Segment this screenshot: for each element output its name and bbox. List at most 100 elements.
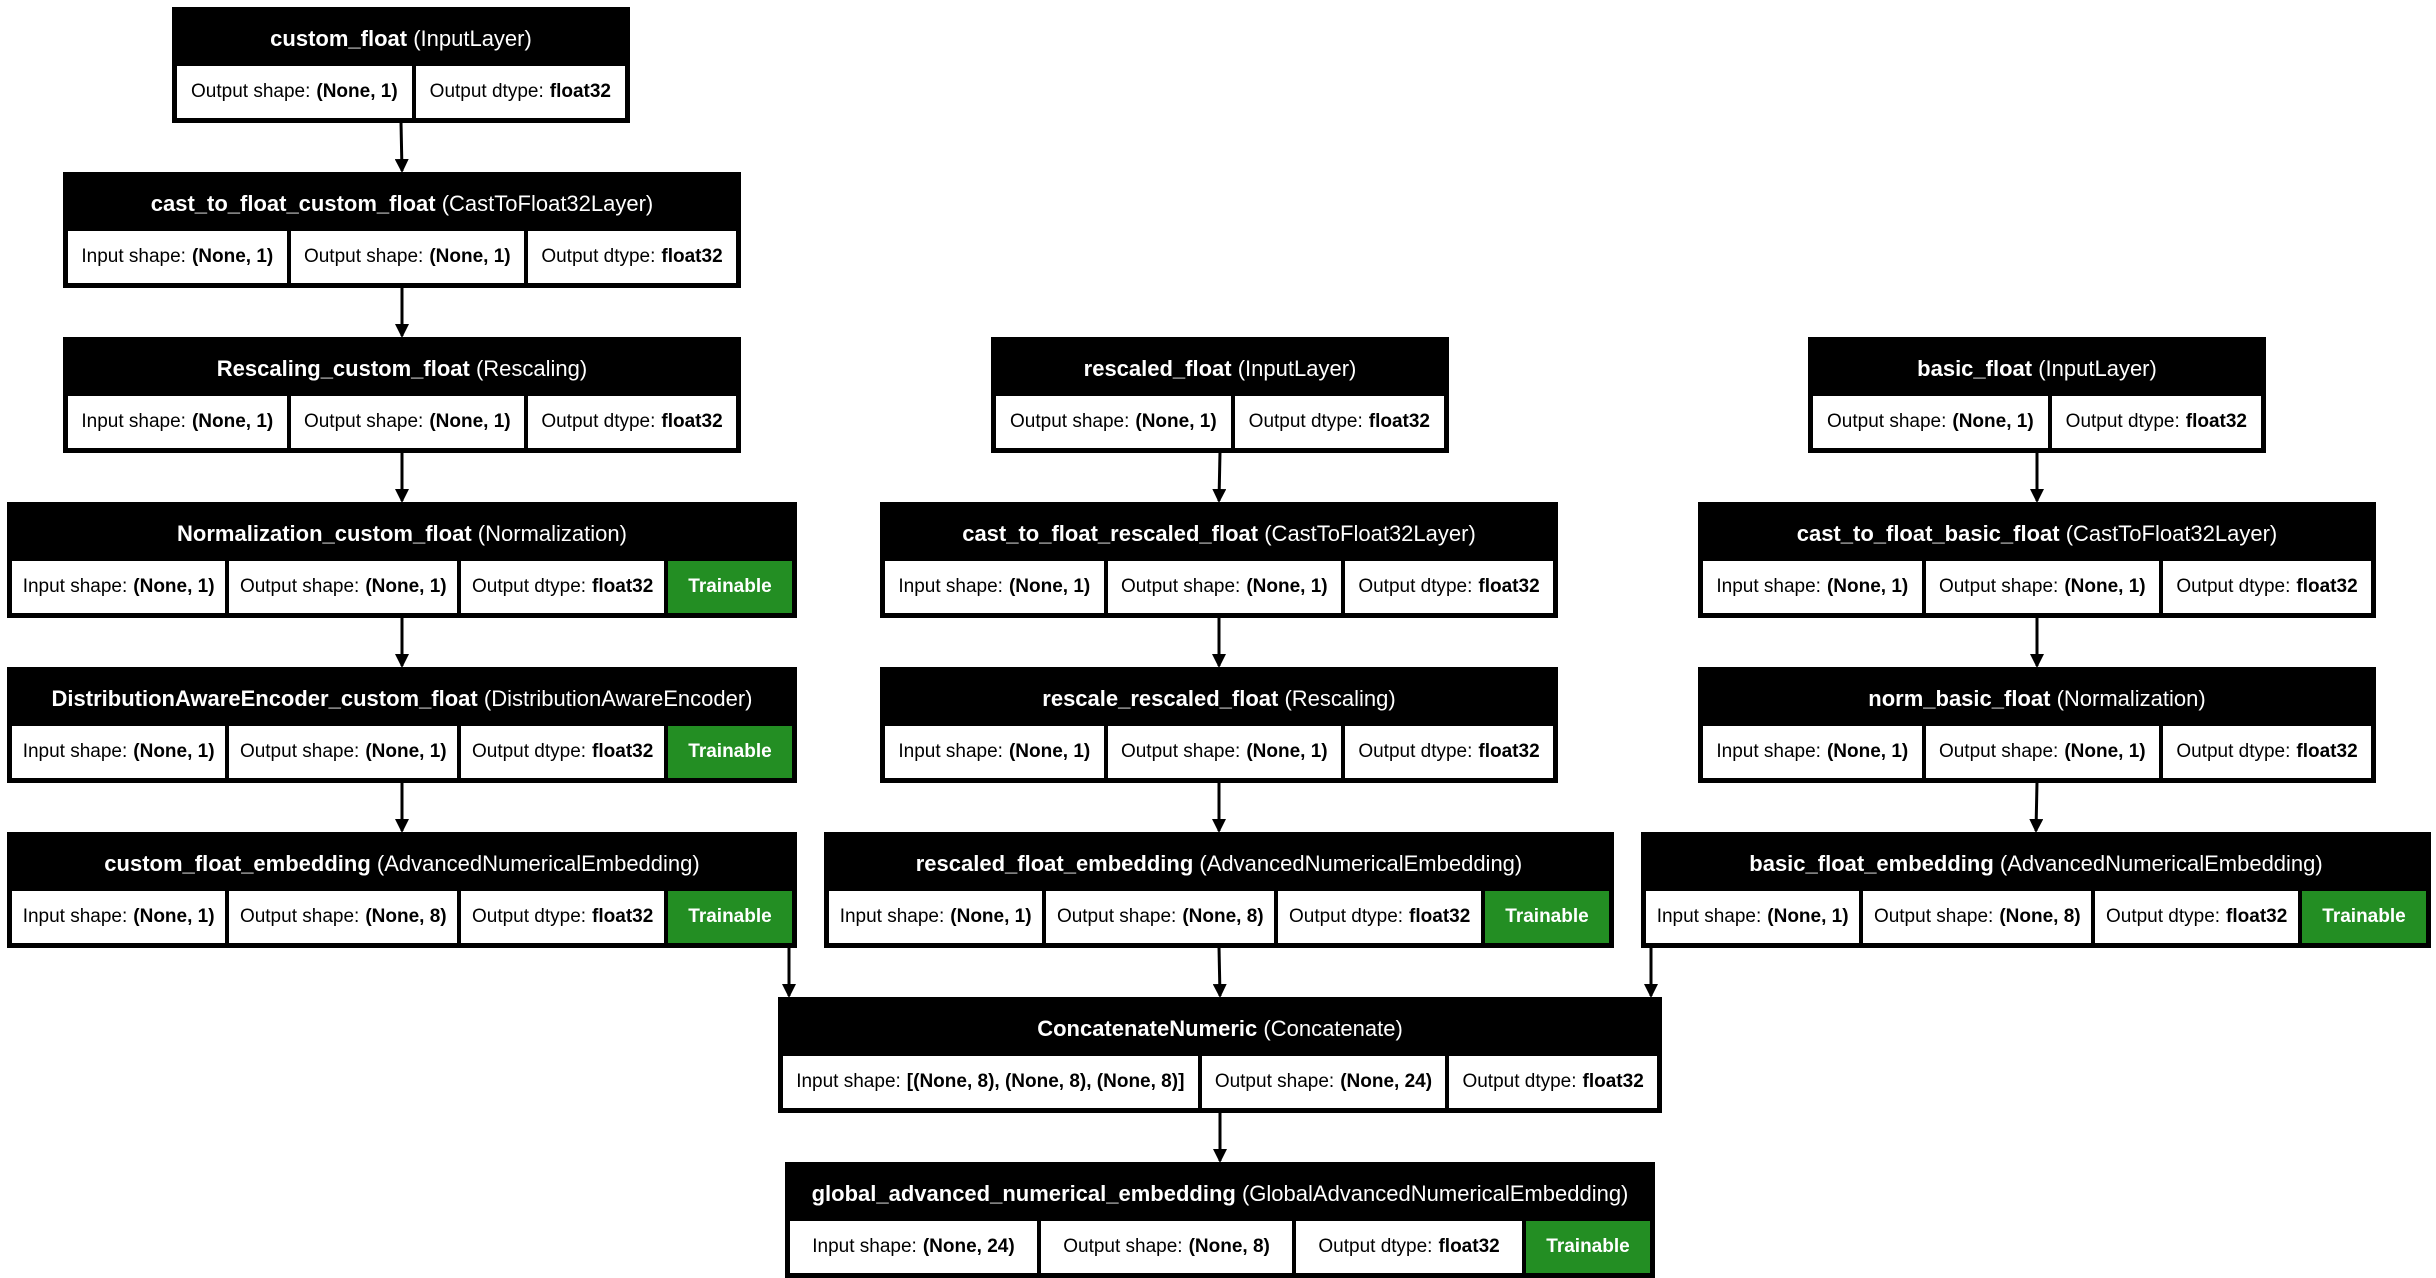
output-dtype-cell: Output dtype:float32 — [2162, 726, 2372, 778]
trainable-badge: Trainable — [667, 561, 792, 613]
output-dtype-cell: Output dtype:float32 — [2162, 561, 2372, 613]
attr-value: (None, 8) — [365, 906, 447, 927]
attr-value: (None, 1) — [365, 741, 447, 762]
layer-header: global_advanced_numerical_embedding (Glo… — [790, 1167, 1650, 1221]
layer-attributes: Output shape:(None, 1)Output dtype:float… — [177, 66, 626, 118]
attr-label: Output dtype: — [1462, 1071, 1577, 1092]
layer-node-rescaled-float[interactable]: rescaled_float (InputLayer)Output shape:… — [991, 337, 1449, 453]
layer-type: (AdvancedNumericalEmbedding) — [1199, 851, 1523, 876]
layer-name: custom_float — [270, 26, 408, 51]
attr-value: (None, 1) — [2064, 741, 2146, 762]
layer-header: cast_to_float_rescaled_float (CastToFloa… — [885, 507, 1553, 561]
layer-type: (CastToFloat32Layer) — [441, 191, 654, 216]
output-shape-cell: Output shape:(None, 8) — [1040, 1221, 1293, 1273]
layer-node-norm-basic-float[interactable]: norm_basic_float (Normalization)Input sh… — [1698, 667, 2376, 783]
attr-label: Output shape: — [239, 741, 360, 762]
output-shape-cell: Output shape:(None, 1) — [229, 726, 458, 778]
attr-value: float32 — [1478, 741, 1540, 762]
attr-label: Output dtype: — [1358, 576, 1473, 597]
layer-attributes: Input shape:(None, 1)Output shape:(None,… — [885, 726, 1554, 778]
attr-value: (None, 1) — [429, 411, 511, 432]
output-shape-cell: Output shape:(None, 8) — [1046, 891, 1275, 943]
layer-name: rescaled_float — [1083, 356, 1232, 381]
layer-type: (Normalization) — [477, 521, 627, 546]
layer-node-cast-to-float-rescaled-float[interactable]: cast_to_float_rescaled_float (CastToFloa… — [880, 502, 1558, 618]
layer-type: (Normalization) — [2056, 686, 2206, 711]
layer-node-cast-to-float-custom-float[interactable]: cast_to_float_custom_float (CastToFloat3… — [63, 172, 741, 288]
layer-header: custom_float (InputLayer) — [177, 12, 625, 66]
layer-node-custom-float[interactable]: custom_float (InputLayer)Output shape:(N… — [172, 7, 630, 123]
attr-label: Output shape: — [1873, 906, 1994, 927]
output-dtype-cell: Output dtype:float32 — [527, 396, 737, 448]
output-shape-cell: Output shape:(None, 1) — [1107, 561, 1341, 613]
attr-value: float32 — [1478, 576, 1540, 597]
layer-attributes: Input shape:(None, 24) Output shape:(None… — [790, 1221, 1650, 1273]
edge-custom-float-to-cast-to-float-custom-float — [394, 121, 409, 173]
layer-name: rescaled_float_embedding — [915, 851, 1194, 876]
attr-label: Output dtype: — [2176, 741, 2291, 762]
layer-name: DistributionAwareEncoder_custom_float — [51, 686, 478, 711]
layer-header: rescale_rescaled_float (Rescaling) — [885, 672, 1553, 726]
output-shape-cell: Output shape:(None, 1) — [290, 231, 524, 283]
layer-name: rescale_rescaled_float — [1042, 686, 1279, 711]
attr-value: (None, 8) — [1188, 1236, 1270, 1257]
attr-label: Output shape: — [1010, 411, 1130, 432]
layer-node-basic-float[interactable]: basic_float (InputLayer)Output shape:(No… — [1808, 337, 2266, 453]
attr-value: float32 — [1409, 906, 1471, 927]
attr-label: Input shape: — [22, 576, 128, 597]
attr-value: (None, 1) — [429, 246, 511, 267]
attr-label: Output dtype: — [541, 246, 656, 267]
attr-value: float32 — [549, 81, 611, 102]
layer-node-normalization-custom-float[interactable]: Normalization_custom_float (Normalizatio… — [7, 502, 797, 618]
attr-label: Output dtype: — [541, 411, 656, 432]
attr-value: (None, 1) — [365, 576, 447, 597]
attr-label: Input shape: — [812, 1236, 917, 1257]
layer-attributes: Output shape:(None, 1)Output dtype:float… — [1813, 396, 2262, 448]
attr-value: float32 — [592, 576, 654, 597]
output-dtype-cell: Output dtype:float32 — [2095, 891, 2298, 943]
attr-value: float32 — [592, 906, 654, 927]
layer-node-cast-to-float-basic-float[interactable]: cast_to_float_basic_float (CastToFloat32… — [1698, 502, 2376, 618]
output-shape-cell: Output shape:(None, 8) — [229, 891, 458, 943]
layer-node-basic-float-embedding[interactable]: basic_float_embedding (AdvancedNumerical… — [1641, 832, 2431, 948]
input-shape-cell: Input shape:(None, 1) — [1703, 561, 1922, 613]
layer-header: Rescaling_custom_float (Rescaling) — [68, 342, 736, 396]
layer-name: cast_to_float_basic_float — [1796, 521, 2060, 546]
input-shape-cell: Input shape:(None, 1) — [68, 231, 287, 283]
output-shape-cell: Output shape:(None, 1) — [1925, 561, 2159, 613]
layer-type: (CastToFloat32Layer) — [1264, 521, 1476, 546]
layer-node-distributionawareencoder-custom-float[interactable]: DistributionAwareEncoder_custom_float (D… — [7, 667, 797, 783]
attr-value: (None, 24) — [922, 1236, 1015, 1257]
attr-label: Output shape: — [1827, 411, 1947, 432]
layer-attributes: Input shape:(None, 1)Output shape:(None,… — [68, 231, 737, 283]
attr-value: (None, 1) — [1767, 906, 1849, 927]
layer-header: ConcatenateNumeric (Concatenate) — [783, 1002, 1657, 1056]
attr-label: Input shape: — [796, 1071, 901, 1092]
input-shape-cell: Input shape:(None, 1) — [68, 396, 287, 448]
layer-node-custom-float-embedding[interactable]: custom_float_embedding (AdvancedNumerica… — [7, 832, 797, 948]
layer-node-rescaling-custom-float[interactable]: Rescaling_custom_float (Rescaling)Input … — [63, 337, 741, 453]
attr-label: Output shape: — [239, 906, 360, 927]
attr-label: Output dtype: — [2065, 411, 2180, 432]
attr-value: (None, 1) — [191, 411, 274, 432]
attr-label: Output shape: — [1938, 741, 2059, 762]
output-dtype-cell: Output dtype:float32 — [1344, 726, 1554, 778]
trainable-badge: Trainable — [667, 891, 792, 943]
input-shape-cell: Input shape:(None, 1) — [12, 891, 226, 943]
layer-node-rescale-rescaled-float[interactable]: rescale_rescaled_float (Rescaling)Input … — [880, 667, 1558, 783]
attr-value: (None, 1) — [133, 906, 215, 927]
attr-label: Input shape: — [22, 741, 128, 762]
layer-node-concatenatenumeric[interactable]: ConcatenateNumeric (Concatenate) Input sh… — [778, 997, 1662, 1113]
attr-label: Output dtype: — [1248, 411, 1363, 432]
input-shape-cell: Input shape:(None, 1) — [885, 726, 1104, 778]
attr-value: (None, 8) — [1182, 906, 1264, 927]
trainable-badge: Trainable — [1484, 891, 1609, 943]
layer-name: global_advanced_numerical_embedding — [811, 1181, 1236, 1206]
attr-label: Input shape: — [898, 576, 1003, 597]
attr-label: Output shape: — [1120, 741, 1241, 762]
attr-value: (None, 8) — [1999, 906, 2081, 927]
attr-label: Output dtype: — [1288, 906, 1404, 927]
layer-node-global-advanced-numerical-embedding[interactable]: global_advanced_numerical_embedding (Glo… — [785, 1162, 1655, 1278]
input-shape-cell: Input shape:(None, 1) — [12, 726, 226, 778]
layer-node-rescaled-float-embedding[interactable]: rescaled_float_embedding (AdvancedNumeri… — [824, 832, 1614, 948]
